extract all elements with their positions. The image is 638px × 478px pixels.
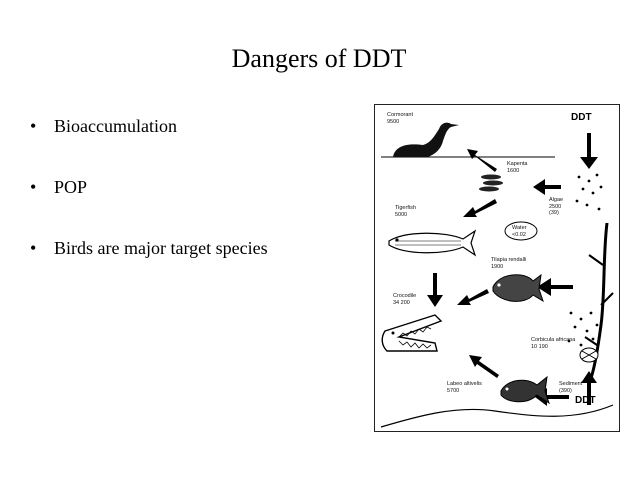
organism-label-sediment: Sediment(390) bbox=[559, 381, 582, 394]
organism-extra: (39) bbox=[549, 210, 559, 216]
arrow-kapenta-to-tigerfish bbox=[463, 199, 497, 217]
arrow-sediment-up bbox=[581, 371, 597, 405]
organism-value: 5000 bbox=[395, 211, 408, 218]
arrow-algae-to-kapenta bbox=[533, 179, 561, 195]
bullet-item: • Bioaccumulation bbox=[30, 116, 268, 177]
arrow-kapenta-to-cormorant bbox=[467, 149, 497, 172]
corbicula-drawing bbox=[579, 347, 599, 363]
bullet-dot: • bbox=[30, 177, 37, 197]
arrow-tilapia-to-crocodile bbox=[457, 289, 489, 305]
organism-value: 1600 bbox=[507, 167, 520, 174]
organism-value: (390) bbox=[559, 387, 572, 394]
labeo-drawing bbox=[500, 375, 550, 405]
organism-value: <0.02 bbox=[512, 231, 526, 238]
arrow-to-tilapia bbox=[537, 278, 573, 296]
bullet-list: • Bioaccumulation • POP • Birds are major t… bbox=[30, 116, 268, 299]
ddt-particles bbox=[567, 173, 603, 347]
organism-name: Tigerfish bbox=[395, 205, 416, 211]
arrow-tigerfish-to-crocodile bbox=[427, 273, 443, 307]
organism-name: Sediment bbox=[559, 381, 583, 387]
organism-value: 9500 bbox=[387, 118, 400, 125]
kapenta-drawing bbox=[479, 174, 503, 192]
bullet-item: • Birds are major target species bbox=[30, 238, 268, 299]
bullet-item: • POP bbox=[30, 177, 268, 238]
bullet-text: Bioaccumulation bbox=[54, 116, 177, 136]
organism-value: 10 190 bbox=[531, 343, 548, 350]
bullet-text: POP bbox=[54, 177, 88, 197]
organism-name: Crocodile bbox=[393, 293, 417, 299]
reed-branch bbox=[584, 254, 614, 346]
sediment-line bbox=[380, 404, 614, 428]
organism-name: Tilapia rendalli bbox=[491, 257, 527, 263]
organism-value: 2500 bbox=[549, 203, 562, 210]
crocodile-drawing bbox=[381, 314, 443, 352]
organism-name: Cormorant bbox=[387, 112, 413, 118]
tilapia-drawing bbox=[492, 273, 544, 303]
ddt-arrow-down bbox=[580, 133, 598, 169]
bullet-text: Birds are major target species bbox=[54, 238, 268, 258]
bullet-dot: • bbox=[30, 238, 37, 258]
organism-name: Corbicula africana bbox=[531, 337, 576, 343]
organism-value: 1900 bbox=[491, 263, 504, 270]
organism-name: Water bbox=[512, 225, 527, 231]
bullet-dot: • bbox=[30, 116, 37, 136]
organism-value: 34 200 bbox=[393, 299, 410, 306]
organism-value: 5700 bbox=[447, 387, 460, 394]
tigerfish-drawing bbox=[388, 229, 477, 257]
reed-drawing bbox=[587, 222, 609, 384]
arrow-labeo-to-crocodile bbox=[469, 355, 499, 378]
organism-name: Labeo altivelis bbox=[447, 381, 482, 387]
food-chain-drawing bbox=[380, 122, 614, 428]
organism-name: Kapenta bbox=[507, 161, 528, 167]
slide-title: Dangers of DDT bbox=[231, 44, 407, 73]
ddt-label-bottom: DDT bbox=[575, 395, 596, 406]
water-bubble bbox=[504, 221, 538, 241]
cormorant-drawing bbox=[393, 122, 459, 157]
organism-label-water: Water<0.02 bbox=[512, 225, 526, 238]
ddt-label-top: DDT bbox=[571, 112, 592, 123]
organism-name: Algae bbox=[549, 197, 564, 203]
